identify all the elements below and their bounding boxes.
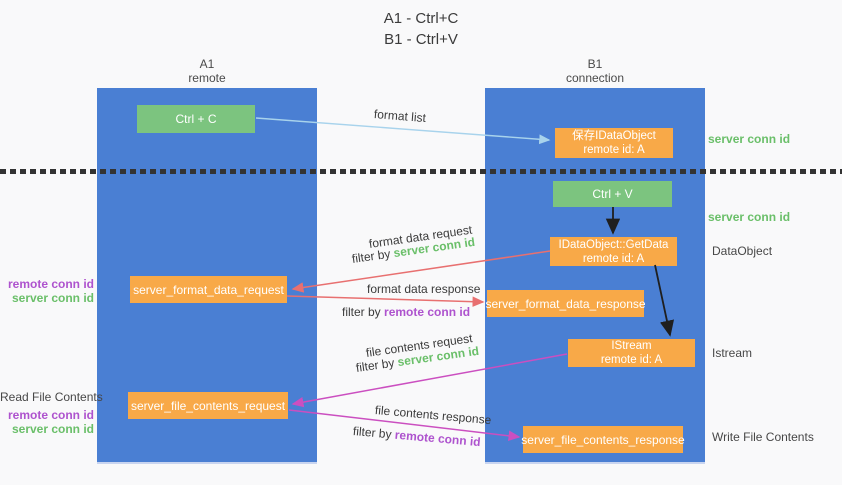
filter-by-text: filter by <box>355 355 396 375</box>
node-server-format-data-response: server_format_data_response <box>485 290 646 317</box>
node-save-dataobject-line2: remote id: A <box>583 144 645 156</box>
node-server-file-contents-request: server_file_contents_request <box>128 392 288 419</box>
label-filter-by-remote-conn-id-2: filter by remote conn id <box>352 424 481 449</box>
node-server-file-contents-request-label: server_file_contents_request <box>130 398 286 413</box>
node-save-dataobject: 保存IDataObject remote id: A <box>555 128 673 158</box>
node-istream-line1: IStream <box>611 340 652 352</box>
side-label-remote-conn-id-2: remote conn id <box>7 408 94 422</box>
node-getdata: IDataObject::GetData remote id: A <box>550 237 677 266</box>
side-label-server-conn-id-2: server conn id <box>11 422 94 436</box>
side-label-istream: Istream <box>712 346 753 360</box>
node-ctrl-v: Ctrl + V <box>553 181 672 207</box>
node-server-file-contents-response-label: server_file_contents_response <box>521 432 685 447</box>
lane-a1-role: remote <box>188 71 226 85</box>
lane-b1-name: B1 <box>587 57 603 71</box>
remote-conn-id-text: remote conn id <box>394 427 482 450</box>
label-format-list: format list <box>373 107 427 126</box>
node-istream: IStream remote id: A <box>568 339 695 367</box>
diagram-title: A1 - Ctrl+C B1 - Ctrl+V <box>0 8 842 50</box>
lane-header-b1: B1 connection <box>485 57 705 85</box>
side-label-server-conn-id-mid: server conn id <box>708 210 791 224</box>
remote-conn-id-text: remote conn id <box>384 305 471 319</box>
node-getdata-line1: IDataObject::GetData <box>558 238 669 251</box>
side-label-server-conn-id-1: server conn id <box>11 291 94 305</box>
title-line-2: B1 - Ctrl+V <box>384 31 458 48</box>
label-filter-by-remote-conn-id-1: filter by remote conn id <box>342 305 470 319</box>
title-line-1: A1 - Ctrl+C <box>383 10 459 27</box>
side-label-remote-conn-id-1: remote conn id <box>7 277 94 291</box>
node-server-format-data-request: server_format_data_request <box>130 276 287 303</box>
node-istream-line2: remote id: A <box>600 354 663 366</box>
node-server-format-data-response-label: server_format_data_response <box>485 296 646 311</box>
lane-header-a1: A1 remote <box>97 57 317 85</box>
lane-a1-name: A1 <box>199 57 215 71</box>
node-getdata-line2: remote id: A <box>582 252 645 265</box>
side-label-dataobject: DataObject <box>712 244 773 258</box>
side-label-read-file-contents: Read File Contents <box>0 390 103 404</box>
dotted-divider <box>0 169 842 174</box>
label-format-data-response: format data response <box>367 282 481 296</box>
node-ctrl-v-label: Ctrl + V <box>592 187 633 201</box>
node-server-format-data-request-label: server_format_data_request <box>133 282 284 297</box>
node-ctrl-c-label: Ctrl + C <box>175 112 217 126</box>
node-save-dataobject-line1: 保存IDataObject <box>572 130 656 142</box>
filter-by-text: filter by <box>352 424 393 442</box>
label-file-contents-response: file contents response <box>374 403 492 428</box>
node-server-file-contents-response: server_file_contents_response <box>521 426 685 453</box>
side-label-write-file-contents: Write File Contents <box>712 430 814 444</box>
filter-by-text: filter by <box>351 246 392 266</box>
node-ctrl-c: Ctrl + C <box>137 105 255 133</box>
side-label-server-conn-id-top: server conn id <box>708 132 791 146</box>
lane-b1-role: connection <box>565 71 625 85</box>
filter-by-text: filter by <box>342 305 381 319</box>
